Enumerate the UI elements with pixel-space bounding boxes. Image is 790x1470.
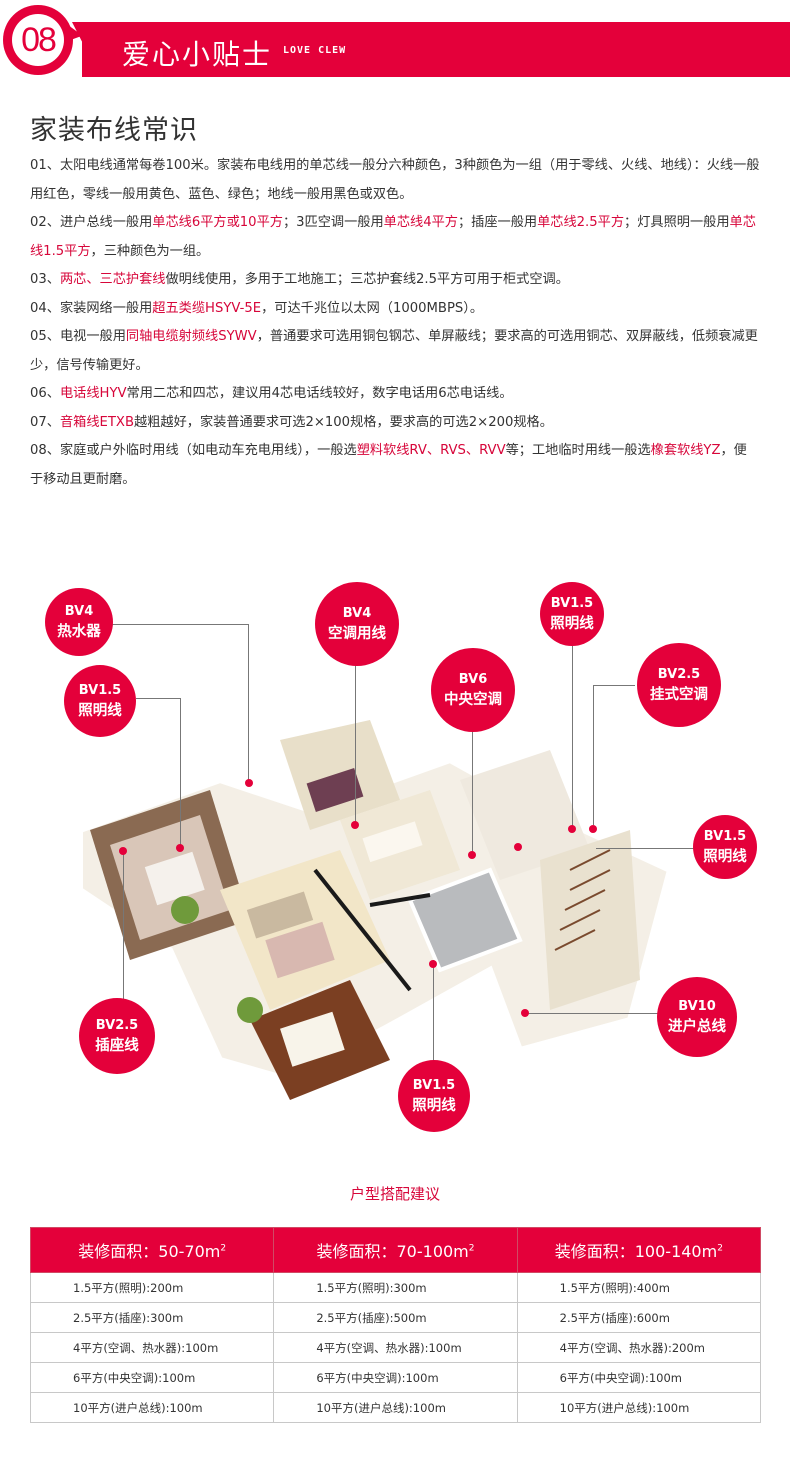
callout-bv25-socket: BV2.5 插座线 [79, 998, 155, 1074]
callout-bv25-wall-ac: BV2.5 挂式空调 [637, 643, 721, 727]
table-cell: 4平方(空调、热水器):100m [29, 1332, 275, 1363]
table-cell: 2.5平方(插座):300m [29, 1302, 275, 1333]
wire-spec-table: 装修面积：50-70m2 装修面积：70-100m2 装修面积：100-140m… [29, 1227, 762, 1423]
tip-highlight: 同轴电缆射频线SYWV [125, 329, 257, 344]
section-banner: 08 爱心小贴士 LOVE CLEW [0, 0, 790, 90]
callout-bv4-ac: BV4 空调用线 [315, 582, 399, 666]
column-header: 装修面积：50-70m2 [29, 1227, 275, 1273]
tip-highlight: 电话线HYV [59, 386, 127, 401]
tip-item: 04、家装网络一般用超五类缆HSYV-5E，可达千兆位以太网（1000MBPS）… [30, 295, 760, 324]
tip-text: ，可达千兆位以太网（1000MBPS）。 [261, 300, 484, 316]
tip-text: 03、 [30, 272, 60, 287]
tip-item: 02、进户总线一般用单芯线6平方或10平方；3匹空调一般用单芯线4平方；插座一般… [30, 209, 760, 266]
tip-highlight: 塑料软线RV、RVS、RVV [356, 443, 506, 458]
table-cell: 4平方(空调、热水器):200m [516, 1332, 762, 1363]
table-cell: 6平方(中央空调):100m [29, 1362, 275, 1393]
table-cell: 6平方(中央空调):100m [516, 1362, 762, 1393]
banner-subtitle: LOVE CLEW [283, 45, 347, 56]
callout-bv15-lighting-right: BV1.5 照明线 [693, 815, 757, 879]
tip-text: ；插座一般用 [457, 215, 538, 230]
tip-text: 越粗越好，家装普通要求可选2×100规格，要求高的可选2×200规格。 [134, 414, 553, 430]
tip-text: ，三种颜色为一组。 [90, 243, 210, 259]
table-cell: 1.5平方(照明):200m [29, 1272, 275, 1303]
section-number-badge: 08 [3, 5, 73, 75]
floorplan-illustration: BV4 热水器 BV1.5 照明线 BV4 空调用线 BV6 中央空调 BV1.… [0, 570, 790, 1132]
banner-bar [72, 22, 790, 77]
tip-text: ；3匹空调一般用 [282, 215, 384, 230]
tip-text: 常用二芯和四芯，建议用4芯电话线较好，数字电话用6芯电话线。 [126, 386, 513, 401]
table-cell: 2.5平方(插座):600m [516, 1302, 762, 1333]
tip-item: 03、两芯、三芯护套线做明线使用，多用于工地施工；三芯护套线2.5平方可用于柜式… [30, 266, 760, 295]
table-row: 6平方(中央空调):100m 6平方(中央空调):100m 6平方(中央空调):… [29, 1362, 762, 1393]
callout-bv10-main-line: BV10 进户总线 [657, 977, 737, 1057]
table-row: 1.5平方(照明):200m 1.5平方(照明):300m 1.5平方(照明):… [29, 1272, 762, 1303]
tip-text: 07、 [30, 414, 60, 430]
column-header: 装修面积：70-100m2 [273, 1227, 518, 1273]
tip-text: ，便于移动且更耐磨。 [30, 443, 747, 487]
callout-bv4-water-heater: BV4 热水器 [45, 588, 113, 656]
tip-text: 06、 [30, 386, 60, 401]
tip-text: ；灯具照明一般用 [624, 215, 730, 230]
table-row: 10平方(进户总线):100m 10平方(进户总线):100m 10平方(进户总… [29, 1392, 762, 1423]
table-cell: 10平方(进户总线):100m [273, 1392, 518, 1423]
tip-item: 06、电话线HYV常用二芯和四芯，建议用4芯电话线较好，数字电话用6芯电话线。 [30, 380, 760, 409]
tip-item: 05、电视一般用同轴电缆射频线SYWV，普通要求可选用铜包钢芯、单屏蔽线；要求高… [30, 323, 760, 380]
tips-title: 家装布线常识 [30, 115, 198, 146]
section-number: 08 [12, 14, 64, 66]
tip-item: 07、音箱线ETXB越粗越好，家装普通要求可选2×100规格，要求高的可选2×2… [30, 409, 760, 438]
table-cell: 10平方(进户总线):100m [29, 1392, 275, 1423]
tip-text: 做明线使用，多用于工地施工；三芯护套线2.5平方可用于柜式空调。 [165, 272, 569, 287]
tip-text: 04、家装网络一般用 [30, 300, 153, 316]
table-cell: 2.5平方(插座):500m [273, 1302, 518, 1333]
tip-item: 08、家庭或户外临时用线（如电动车充电用线），一般选塑料软线RV、RVS、RVV… [30, 437, 760, 494]
tip-highlight: 橡套软线YZ [650, 443, 721, 458]
table-cell: 1.5平方(照明):400m [516, 1272, 762, 1303]
tip-text: 01、太阳电线通常每卷100米。家装布电线用的单芯线一般分六种颜色，3种颜色为一… [30, 158, 760, 202]
tip-text: 05、电视一般用 [30, 329, 126, 344]
table-cell: 6平方(中央空调):100m [273, 1362, 518, 1393]
tip-text: 08、家庭或户外临时用线（如电动车充电用线），一般选 [30, 443, 357, 458]
tip-highlight: 单芯线4平方 [383, 215, 458, 230]
tip-highlight: 单芯线6平方或10平方 [152, 215, 283, 230]
table-header-row: 装修面积：50-70m2 装修面积：70-100m2 装修面积：100-140m… [29, 1227, 762, 1273]
tip-highlight: 单芯线2.5平方 [537, 215, 625, 230]
tip-text: ，普通要求可选用铜包钢芯、单屏蔽线；要求高的可选用铜芯、双屏蔽线，低频衰减更少，… [30, 329, 758, 373]
table-row: 2.5平方(插座):300m 2.5平方(插座):500m 2.5平方(插座):… [29, 1302, 762, 1333]
table-cell: 4平方(空调、热水器):100m [273, 1332, 518, 1363]
callout-bv15-lighting-bottom: BV1.5 照明线 [398, 1060, 470, 1132]
table-title: 户型搭配建议 [349, 1185, 440, 1203]
tip-highlight: 单芯线1.5平方 [30, 215, 756, 259]
callout-bv6-central-ac: BV6 中央空调 [431, 648, 515, 732]
tip-highlight: 两芯、三芯护套线 [59, 272, 166, 287]
table-cell: 1.5平方(照明):300m [273, 1272, 518, 1303]
tip-text: 等；工地临时用线一般选 [505, 443, 651, 458]
tip-highlight: 音箱线ETXB [59, 414, 135, 430]
table-row: 4平方(空调、热水器):100m 4平方(空调、热水器):100m 4平方(空调… [29, 1332, 762, 1363]
callout-bv15-lighting-left: BV1.5 照明线 [64, 665, 136, 737]
column-header: 装修面积：100-140m2 [516, 1227, 762, 1273]
tip-text: 02、进户总线一般用 [30, 215, 153, 230]
banner-title: 爱心小贴士 [122, 38, 273, 71]
table-cell: 10平方(进户总线):100m [516, 1392, 762, 1423]
callout-bv15-lighting-top: BV1.5 照明线 [540, 582, 604, 646]
tips-list: 01、太阳电线通常每卷100米。家装布电线用的单芯线一般分六种颜色，3种颜色为一… [30, 152, 760, 494]
house-3d-illustration [77, 720, 670, 1100]
tip-item: 01、太阳电线通常每卷100米。家装布电线用的单芯线一般分六种颜色，3种颜色为一… [30, 152, 760, 209]
tip-highlight: 超五类缆HSYV-5E [152, 300, 262, 316]
